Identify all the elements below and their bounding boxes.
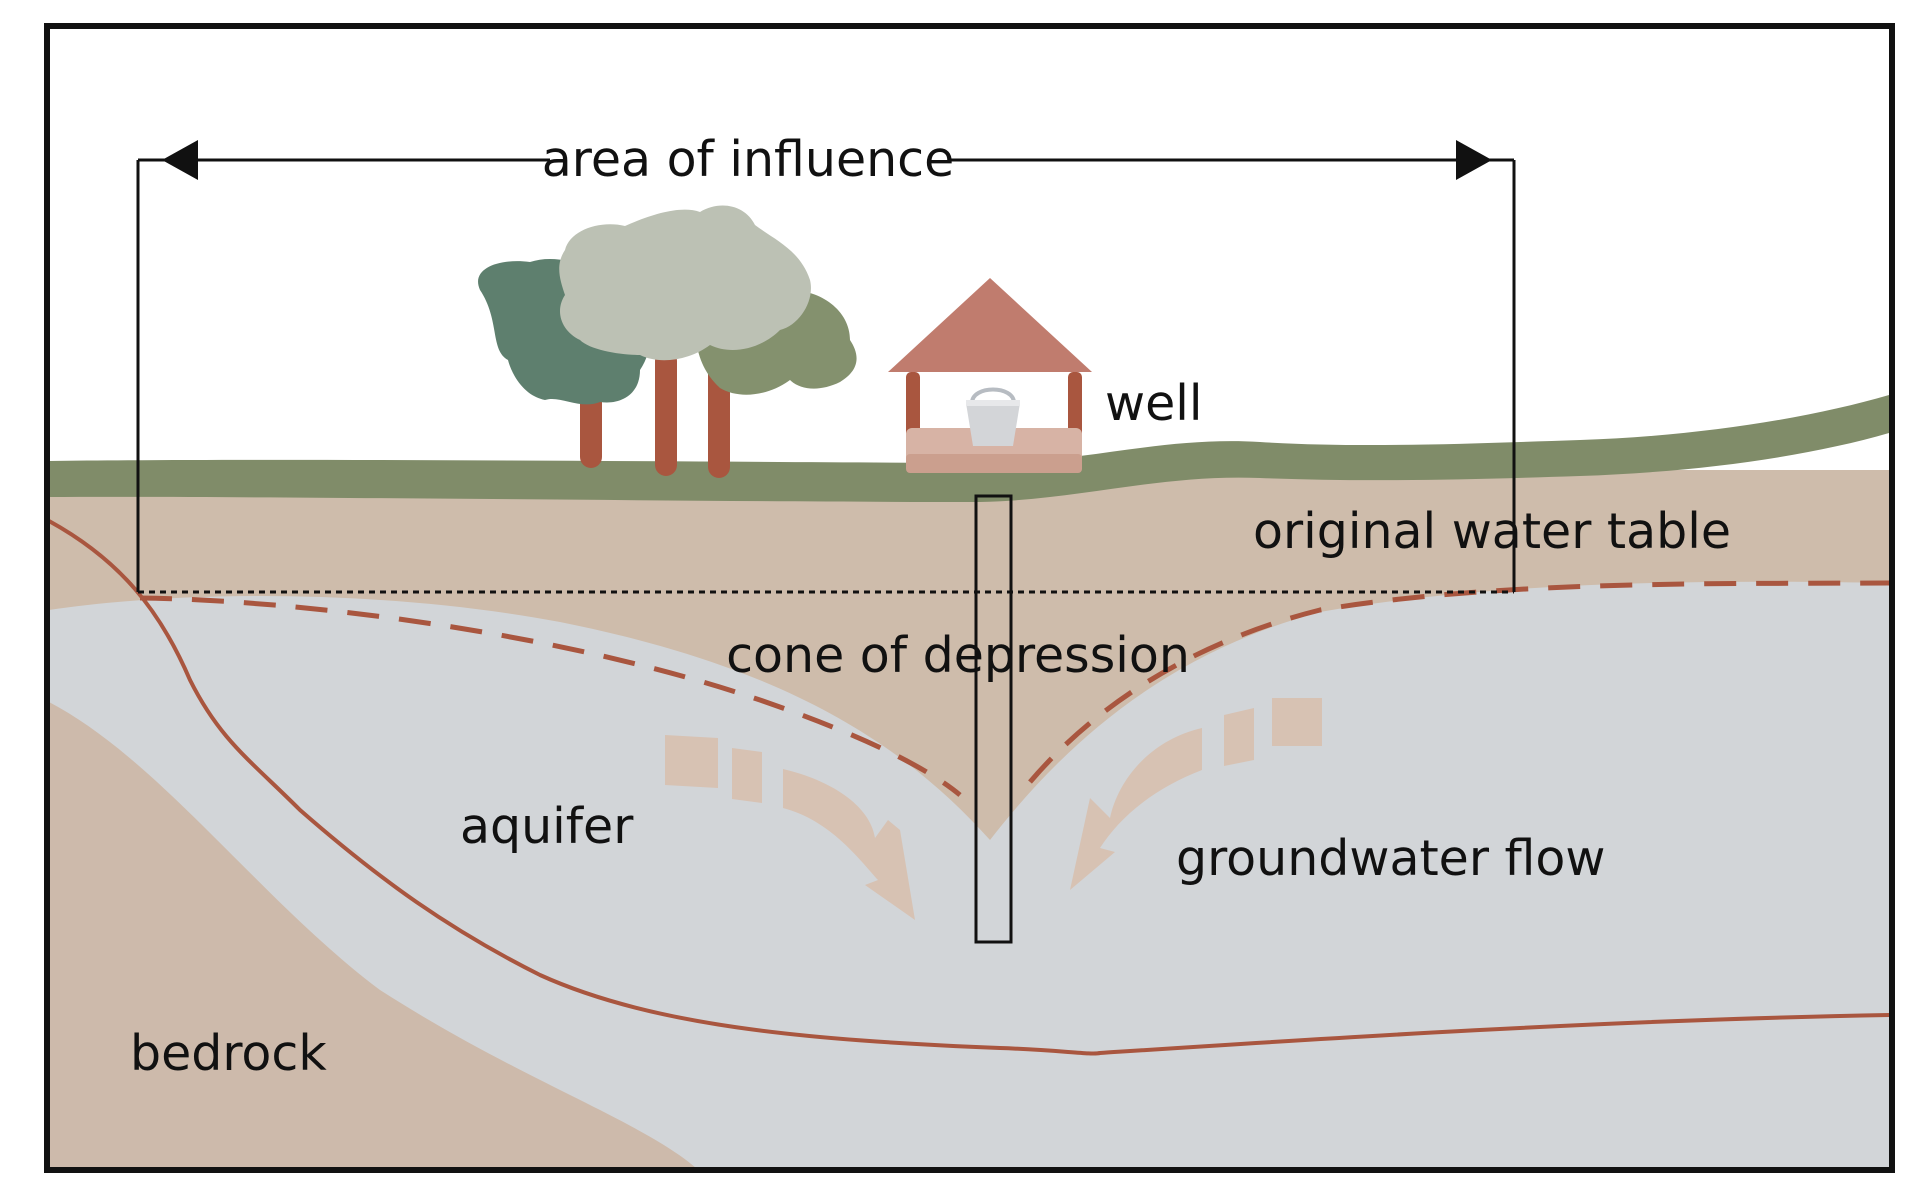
groundwater-flow-arrows-left <box>665 735 915 920</box>
aquifer-boundary-line <box>48 519 1890 1056</box>
diagram-frame <box>44 23 1895 1173</box>
groundwater-flow-arrows-right <box>1070 698 1322 890</box>
cone-of-depression-label: cone of depression <box>726 627 1190 684</box>
lowered-water-table-line-right <box>1028 580 1890 784</box>
bedrock-label: bedrock <box>130 1025 327 1082</box>
bedrock-layer <box>49 702 696 1168</box>
area-of-influence-label: area of influence <box>542 131 955 188</box>
arrow-right-icon <box>1456 140 1492 180</box>
original-water-table-label: original water table <box>1253 503 1731 560</box>
well-house-icon <box>888 278 1092 473</box>
aquifer-label: aquifer <box>460 798 634 855</box>
lowered-water-table-line <box>139 595 962 797</box>
aquifer-layer <box>49 581 1889 1168</box>
arrow-left-icon <box>162 140 198 180</box>
area-of-influence-bracket <box>136 158 1516 592</box>
well-shaft <box>974 494 1013 944</box>
tree-icon <box>478 205 857 478</box>
bucket-icon <box>966 387 1020 446</box>
well-label: well <box>1105 375 1202 432</box>
grass-strip <box>49 395 1889 502</box>
groundwater-flow-label: groundwater flow <box>1176 830 1605 887</box>
